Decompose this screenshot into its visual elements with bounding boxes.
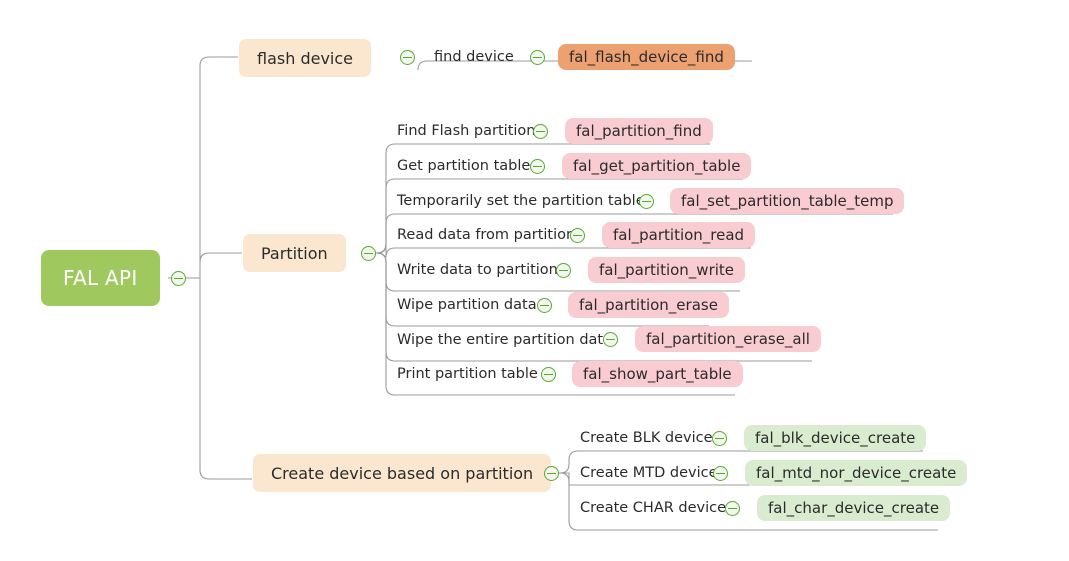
link-to-partition <box>199 252 242 263</box>
topic-node-label: flash device <box>257 48 353 68</box>
leaf-label-text: Temporarily set the partition table <box>397 192 645 209</box>
chip-text: fal_partition_find <box>576 122 702 140</box>
collapse-minus-icon-wipe-entire-partition-data[interactable] <box>603 332 618 347</box>
leaf-label-read-data-from-partition[interactable]: Read data from partition <box>395 225 577 247</box>
chip-text: fal_partition_write <box>599 261 735 279</box>
chip-text: fal_get_partition_table <box>573 157 741 175</box>
chip-fal-partition-find[interactable]: fal_partition_find <box>565 118 713 144</box>
topic-node-flash-device[interactable]: flash device <box>239 39 371 77</box>
leaf-label-text: Get partition table <box>397 157 531 174</box>
leaf-label-create-mtd-device[interactable]: Create MTD device <box>578 463 720 485</box>
leaf-label-text: Write data to partition <box>397 261 558 278</box>
collapse-minus-icon-partition[interactable] <box>361 246 376 261</box>
link-to-create-device <box>199 469 252 480</box>
collapse-minus-icon-temporarily-set-partition-table[interactable] <box>639 194 654 209</box>
chip-fal-mtd-nor-device-create[interactable]: fal_mtd_nor_device_create <box>745 460 968 486</box>
collapse-minus-icon-read-data-from-partition[interactable] <box>570 228 585 243</box>
collapse-minus-icon-write-data-to-partition[interactable] <box>556 263 571 278</box>
chip-fal-blk-device-create[interactable]: fal_blk_device_create <box>744 425 927 451</box>
leaf-label-write-data-to-partition[interactable]: Write data to partition <box>395 260 560 282</box>
root-node[interactable]: FAL API <box>41 250 160 306</box>
collapse-minus-icon-find-flash-partition[interactable] <box>533 124 548 139</box>
chip-text: fal_partition_read <box>613 226 745 244</box>
leaf-label-find-device[interactable]: find device <box>432 47 516 69</box>
leaf-label-get-partition-table[interactable]: Get partition table <box>395 156 532 178</box>
leaf-label-find-flash-partition[interactable]: Find Flash partition <box>395 121 537 143</box>
link-to-flash-device <box>199 56 238 67</box>
leaf-label-temporarily-set-partition-table[interactable]: Temporarily set the partition table <box>395 191 647 213</box>
chip-text: fal_set_partition_table_temp <box>681 192 894 210</box>
root-node-label: FAL API <box>63 266 138 290</box>
collapse-minus-icon-create-mtd-device[interactable] <box>713 466 728 481</box>
leaf-label-wipe-entire-partition-data[interactable]: Wipe the entire partition data <box>395 330 614 352</box>
chip-text: fal_mtd_nor_device_create <box>756 464 957 482</box>
collapse-minus-icon-print-partition-table[interactable] <box>541 367 556 382</box>
leaf-label-text: Create BLK device <box>580 429 713 446</box>
chip-text: fal_show_part_table <box>583 365 732 383</box>
topic-node-label: Create device based on partition <box>271 463 534 483</box>
topic-node-create-device-based-on-partition[interactable]: Create device based on partition <box>253 454 552 492</box>
chip-text: fal_blk_device_create <box>755 429 916 447</box>
collapse-minus-icon-create-blk-device[interactable] <box>712 431 727 446</box>
chip-text: fal_partition_erase <box>579 296 718 314</box>
chip-text: fal_partition_erase_all <box>646 330 810 348</box>
chip-text: fal_flash_device_find <box>569 48 724 66</box>
collapse-minus-icon-wipe-partition-data[interactable] <box>537 298 552 313</box>
collapse-minus-icon-find-device[interactable] <box>530 50 545 65</box>
leaf-label-text: Print partition table <box>397 365 538 382</box>
chip-fal-partition-read[interactable]: fal_partition_read <box>602 222 756 248</box>
leaf-label-create-char-device[interactable]: Create CHAR device <box>578 498 728 520</box>
chip-fal-char-device-create[interactable]: fal_char_device_create <box>757 495 951 521</box>
leaf-label-create-blk-device[interactable]: Create BLK device <box>578 428 715 450</box>
chip-fal-partition-erase-all[interactable]: fal_partition_erase_all <box>635 326 821 352</box>
chip-fal-get-partition-table[interactable]: fal_get_partition_table <box>562 153 752 179</box>
leaf-label-text: Wipe partition data <box>397 296 537 313</box>
leaf-label-print-partition-table[interactable]: Print partition table <box>395 364 540 386</box>
chip-fal-flash-device-find[interactable]: fal_flash_device_find <box>558 44 735 70</box>
collapse-minus-icon-get-partition-table[interactable] <box>530 159 545 174</box>
collapse-minus-icon-create-device[interactable] <box>544 466 559 481</box>
leaf-label-text: find device <box>434 48 514 65</box>
chip-fal-partition-write[interactable]: fal_partition_write <box>588 257 746 283</box>
chip-text: fal_char_device_create <box>768 499 940 517</box>
chip-fal-show-part-table[interactable]: fal_show_part_table <box>572 361 743 387</box>
leaf-label-text: Wipe the entire partition data <box>397 331 612 348</box>
chip-fal-partition-erase[interactable]: fal_partition_erase <box>568 292 729 318</box>
topic-node-partition[interactable]: Partition <box>243 234 346 272</box>
collapse-minus-icon-create-char-device[interactable] <box>725 501 740 516</box>
collapse-minus-icon-root[interactable] <box>171 271 186 286</box>
chip-fal-set-partition-table-temp[interactable]: fal_set_partition_table_temp <box>670 188 905 214</box>
leaf-label-text: Create CHAR device <box>580 499 727 516</box>
leaf-label-text: Read data from partition <box>397 226 576 243</box>
leaf-label-text: Find Flash partition <box>397 122 536 139</box>
topic-node-label: Partition <box>261 243 328 263</box>
leaf-label-wipe-partition-data[interactable]: Wipe partition data <box>395 295 539 317</box>
collapse-minus-icon-flash-device[interactable] <box>400 50 415 65</box>
leaf-label-text: Create MTD device <box>580 464 718 481</box>
